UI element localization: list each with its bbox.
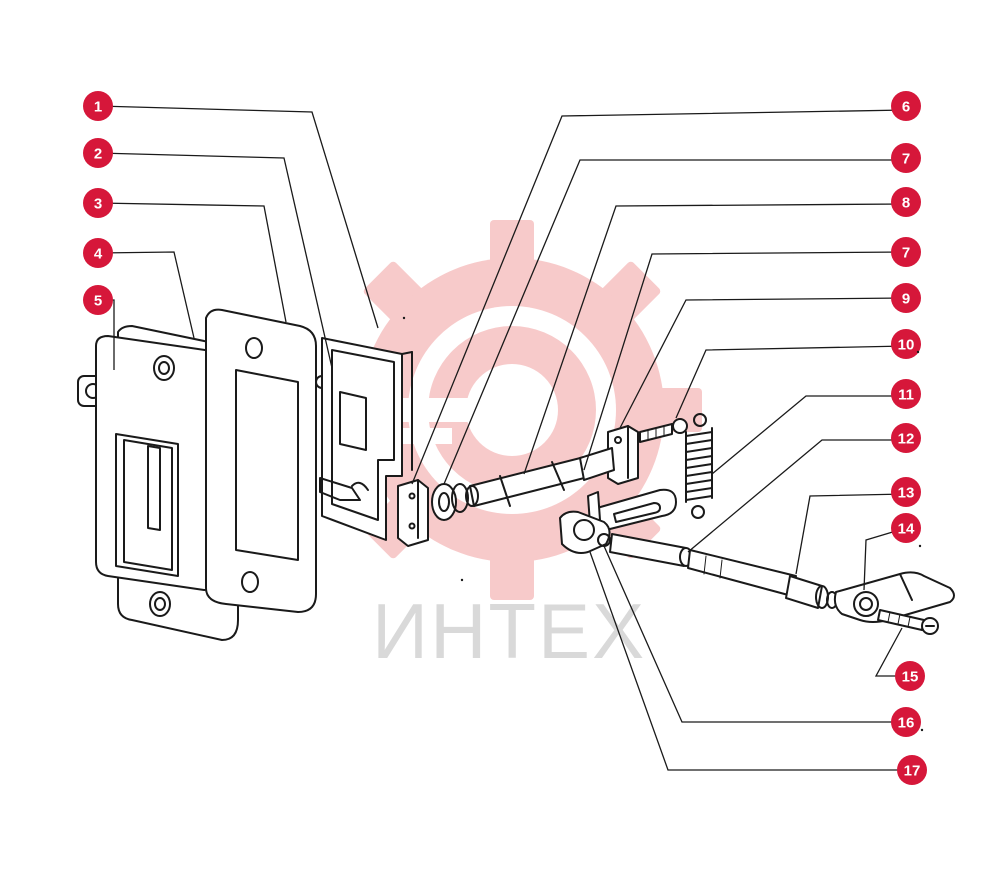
callout-label: 5 [94, 293, 102, 310]
leader-line-8 [523, 203, 907, 475]
callout-circle [83, 138, 113, 168]
callout-12: 11 [891, 379, 921, 409]
leader-line-12 [687, 439, 906, 553]
callout-10: 9 [891, 283, 921, 313]
callout-circle [83, 238, 113, 268]
callout-1: 1 [83, 91, 113, 121]
rod-part [609, 533, 797, 597]
callout-label: 10 [898, 337, 915, 354]
callout-14: 13 [891, 477, 921, 507]
callout-4: 4 [83, 238, 113, 268]
callout-circle [891, 707, 921, 737]
leader-line-17 [589, 551, 906, 771]
callout-label: 14 [898, 521, 915, 538]
leader-line-11 [711, 395, 906, 475]
callout-circle [895, 661, 925, 691]
callout-circle [891, 423, 921, 453]
callout-8: 8 [891, 187, 921, 217]
callout-label: 3 [94, 196, 102, 213]
callout-label: 7 [902, 245, 910, 262]
callout-circle [83, 91, 113, 121]
callout-label: 2 [94, 146, 102, 163]
callout-label: 4 [94, 246, 103, 263]
leader-line-2 [97, 152, 333, 369]
leader-line-13 [795, 493, 907, 575]
collar-part [431, 483, 469, 521]
coupling-part [785, 575, 838, 609]
callout-circle [891, 237, 921, 267]
callout-circle [891, 379, 921, 409]
leader-line-1 [97, 105, 379, 329]
callout-circle [891, 187, 921, 217]
callout-label: 9 [902, 291, 910, 308]
callout-circle [83, 285, 113, 315]
leader-line-4 [97, 251, 195, 339]
callout-label: 17 [904, 763, 921, 780]
callout-11: 10 [891, 329, 921, 359]
bracket-part [319, 337, 413, 541]
callout-label: 6 [902, 99, 910, 116]
leader-line-7b [583, 251, 907, 471]
callout-circle [891, 283, 921, 313]
watermark-text: ИНТЕХ [372, 587, 646, 675]
callout-label: 16 [898, 715, 915, 732]
leader-line-6 [411, 109, 907, 485]
callout-15: 14 [891, 513, 921, 543]
callout-circle [891, 143, 921, 173]
callout-9: 7 [891, 237, 921, 267]
leader-line-7a [443, 159, 906, 485]
callout-16: 15 [895, 661, 925, 691]
callout-circle [891, 329, 921, 359]
leader-line-10 [675, 345, 907, 419]
callout-label: 12 [898, 431, 915, 448]
callout-6: 6 [891, 91, 921, 121]
callout-5: 5 [83, 285, 113, 315]
leader-line-3 [97, 202, 287, 323]
callout-7: 7 [891, 143, 921, 173]
callout-label: 7 [902, 151, 910, 168]
back-plate-part [205, 308, 317, 613]
callout-circle [891, 91, 921, 121]
callout-circle [891, 477, 921, 507]
callout-3: 3 [83, 188, 113, 218]
callout-13: 12 [891, 423, 921, 453]
callout-label: 15 [902, 669, 919, 686]
callout-label: 8 [902, 195, 910, 212]
spring-part [685, 413, 713, 519]
leader-line-16 [603, 545, 906, 723]
callout-18: 17 [897, 755, 927, 785]
callout-circle [83, 188, 113, 218]
callout-label: 1 [94, 99, 102, 116]
callout-2: 2 [83, 138, 113, 168]
lever-arm-part [587, 488, 677, 531]
block-part [397, 479, 429, 547]
handle-screw-part [877, 609, 939, 635]
callout-17: 16 [891, 707, 921, 737]
callout-label: 13 [898, 485, 915, 502]
leader-line-9 [619, 297, 907, 429]
callout-circle [891, 513, 921, 543]
leader-lines [97, 105, 907, 771]
callout-label: 11 [898, 387, 914, 404]
callout-circle [897, 755, 927, 785]
